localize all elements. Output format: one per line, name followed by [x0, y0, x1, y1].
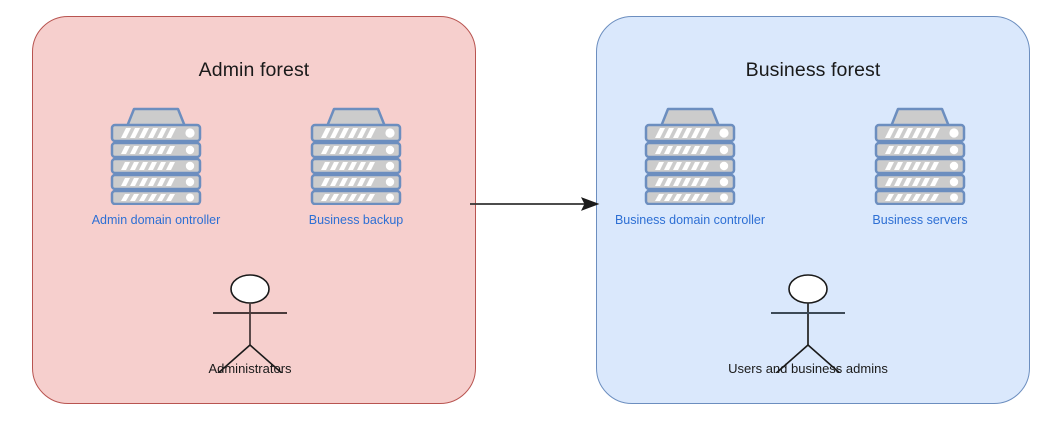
forest-title-admin: Admin forest [198, 59, 310, 81]
forest-container-business[interactable]: Business forest [596, 16, 1030, 404]
stick-figure-icon [213, 274, 287, 373]
server-rack-icon [644, 107, 736, 205]
arrow-right-icon [470, 197, 600, 211]
server-admin-domain-controller[interactable]: Admin domain ontroller [92, 103, 220, 227]
actor-label-administrators: Administrators [208, 361, 292, 376]
forest-title-business: Business forest [745, 59, 881, 81]
server-business-domain-controller[interactable]: Business domain controller [615, 103, 765, 227]
server-label-business-backup: Business backup [308, 213, 404, 227]
server-rack-icon [874, 107, 966, 205]
forest-container-admin[interactable]: Admin forest [32, 16, 476, 404]
trust-arrow-connector[interactable] [470, 190, 602, 218]
server-label-business-servers: Business servers [872, 213, 968, 227]
server-business-servers[interactable]: Business servers [868, 103, 972, 227]
server-rack-icon [110, 107, 202, 205]
server-label-business-domain-controller: Business domain controller [614, 213, 766, 227]
server-rack-icon [310, 107, 402, 205]
stick-figure-icon [771, 274, 845, 373]
actor-users-and-business-admins[interactable]: Users and business admins [728, 255, 888, 376]
server-label-admin-domain-controller: Admin domain ontroller [91, 213, 221, 227]
actor-label-users-and-business-admins: Users and business admins [728, 361, 888, 376]
server-business-backup[interactable]: Business backup [304, 103, 408, 227]
actor-administrators[interactable]: Administrators [190, 255, 310, 376]
